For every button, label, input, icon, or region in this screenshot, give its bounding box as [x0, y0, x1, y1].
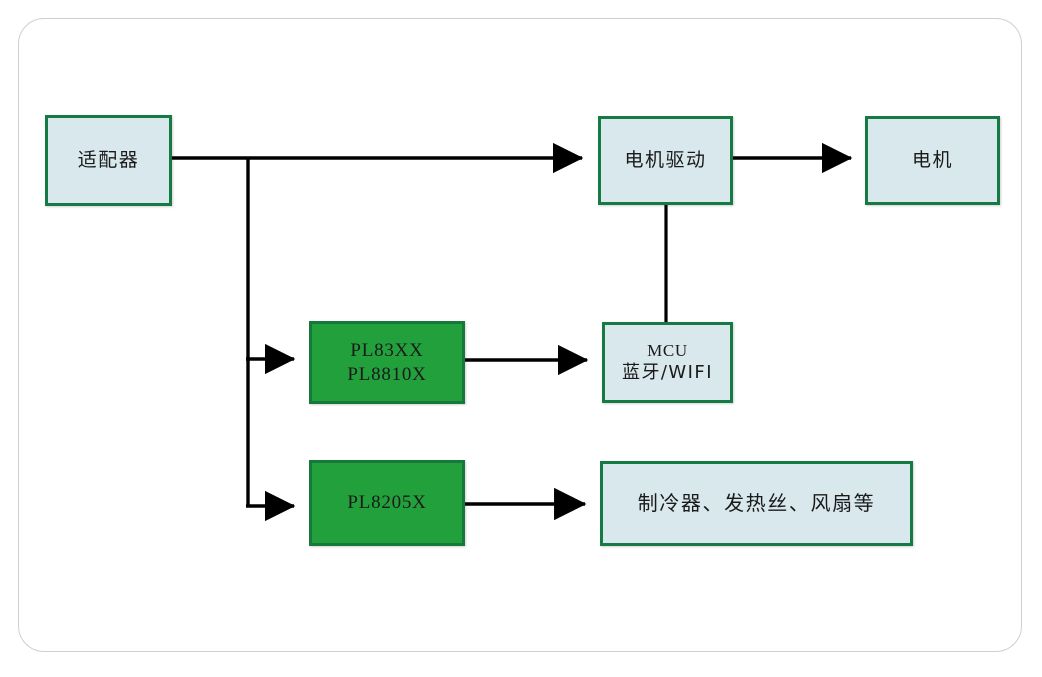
node-pl83xx[interactable]: PL83XX PL8810X	[309, 321, 465, 404]
node-mcu-label-1: MCU	[647, 341, 688, 361]
node-adapter[interactable]: 适配器	[45, 115, 172, 206]
node-mcu-label-2: 蓝牙/WIFI	[622, 361, 713, 383]
node-loads-label-1: 制冷器、发热丝、风扇等	[637, 491, 876, 516]
node-motor-label-1: 电机	[911, 148, 954, 171]
node-pl83xx-label-1: PL83XX	[350, 340, 424, 362]
node-pl8205x-label-1: PL8205X	[347, 492, 427, 514]
node-motor-driver-label-1: 电机驱动	[624, 148, 707, 171]
node-pl83xx-label-2: PL8810X	[347, 363, 427, 385]
node-adapter-label-1: 适配器	[77, 148, 140, 171]
node-motor[interactable]: 电机	[865, 116, 1000, 205]
node-motor-driver[interactable]: 电机驱动	[598, 116, 733, 205]
node-pl8205x[interactable]: PL8205X	[309, 460, 465, 546]
node-loads[interactable]: 制冷器、发热丝、风扇等	[600, 461, 913, 546]
node-mcu[interactable]: MCU 蓝牙/WIFI	[602, 322, 733, 403]
diagram-frame	[18, 18, 1022, 652]
